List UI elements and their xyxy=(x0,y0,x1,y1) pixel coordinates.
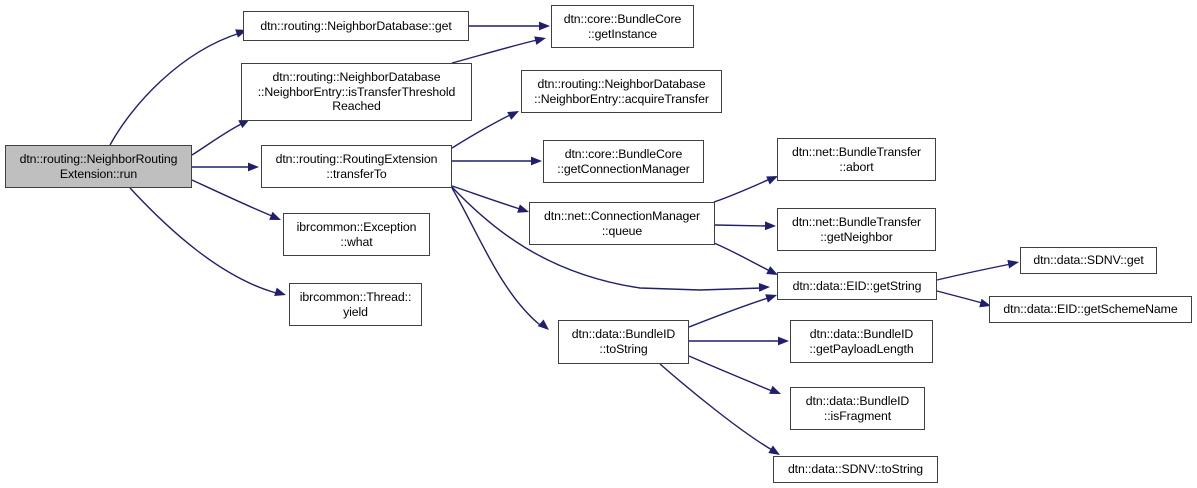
node-transfer_to[interactable]: dtn::routing::RoutingExtension ::transfe… xyxy=(261,145,452,188)
arrowhead-bundleid-isfragment xyxy=(769,385,781,394)
node-get_scheme_name[interactable]: dtn::data::EID::getSchemeName xyxy=(989,296,1192,323)
node-bt_get_neighbor[interactable]: dtn::net::BundleTransfer ::getNeighbor xyxy=(777,208,936,251)
edge-run-thread xyxy=(129,187,277,294)
node-is_fragment[interactable]: dtn::data::BundleID ::isFragment xyxy=(790,387,925,430)
edge-transferto-queue xyxy=(451,185,521,210)
arrowhead-bundleid-getstring xyxy=(765,294,777,303)
arrowhead-queue-getstring xyxy=(766,266,778,275)
edge-transferto-getstring xyxy=(451,186,763,291)
edge-transferto-bundleid xyxy=(451,187,541,326)
edge-run-nd_get xyxy=(109,32,241,146)
node-get_instance[interactable]: dtn::core::BundleCore ::getInstance xyxy=(551,5,694,48)
arrowhead-transferto-getstring xyxy=(758,282,770,292)
arrowhead-run-threshold xyxy=(238,119,250,129)
node-sdnv_tostring[interactable]: dtn::data::SDNV::toString xyxy=(773,456,938,483)
edge-bundleid-getstring xyxy=(688,297,769,328)
node-is_transfer_threshold_reached[interactable]: dtn::routing::NeighborDatabase ::Neighbo… xyxy=(241,63,472,121)
arrowhead-queue-getneighbor xyxy=(764,221,776,231)
arrowhead-bundleid-sdnvtostring xyxy=(768,445,780,455)
arrowhead-transferto-acquire xyxy=(507,111,519,120)
node-cm_queue[interactable]: dtn::net::ConnectionManager ::queue xyxy=(529,202,715,245)
arrowhead-ndget-getinstance xyxy=(539,21,550,31)
node-run[interactable]: dtn::routing::NeighborRouting Extension:… xyxy=(5,145,192,188)
arrowhead-queue-abort xyxy=(766,176,778,185)
edge-queue-abort xyxy=(713,178,771,203)
edge-queue-getstring xyxy=(713,242,771,272)
node-acquire_transfer[interactable]: dtn::routing::NeighborDatabase ::Neighbo… xyxy=(521,70,722,113)
node-bt_abort[interactable]: dtn::net::BundleTransfer ::abort xyxy=(777,138,936,181)
arrowhead-transferto-bundleid xyxy=(537,319,549,330)
node-nd_get[interactable]: dtn::routing::NeighborDatabase::get xyxy=(243,11,469,41)
node-bundleid_tostring[interactable]: dtn::data::BundleID ::toString xyxy=(558,320,689,364)
arrowhead-run-transferto xyxy=(248,162,259,172)
edge-bundleid-sdnvtostring xyxy=(659,363,773,451)
arrowhead-bundleid-payload xyxy=(778,336,789,346)
node-sdnv_get[interactable]: dtn::data::SDNV::get xyxy=(1020,247,1157,274)
arrowhead-transferto-connmgr xyxy=(531,156,542,166)
edge-transferto-acquire xyxy=(451,114,511,149)
node-get_payload_length[interactable]: dtn::data::BundleID ::getPayloadLength xyxy=(790,320,933,363)
edge-layer xyxy=(109,21,1019,455)
arrowhead-run-exception xyxy=(269,211,281,220)
arrowhead-run-thread xyxy=(274,287,286,296)
node-exception_what[interactable]: ibrcommon::Exception ::what xyxy=(283,213,430,256)
edge-getstring-sdnvget xyxy=(936,263,1012,281)
edge-queue-getneighbor xyxy=(714,224,769,227)
edge-threshold-getinstance xyxy=(451,39,538,64)
edge-run-exception xyxy=(191,179,273,217)
edge-bundleid-isfragment xyxy=(688,355,773,392)
arrowhead-getstring-scheme xyxy=(979,298,991,308)
node-get_connection_manager[interactable]: dtn::core::BundleCore ::getConnectionMan… xyxy=(543,140,704,183)
arrowhead-transferto-queue xyxy=(517,204,529,213)
edge-getstring-scheme xyxy=(936,290,983,304)
arrowhead-getstring-sdnvget xyxy=(1007,259,1019,269)
node-thread_yield[interactable]: ibrcommon::Thread:: yield xyxy=(289,283,422,326)
edge-run-threshold xyxy=(191,122,244,156)
arrowhead-threshold-getinstance xyxy=(534,36,546,45)
node-eid_getstring[interactable]: dtn::data::EID::getString xyxy=(777,272,937,300)
